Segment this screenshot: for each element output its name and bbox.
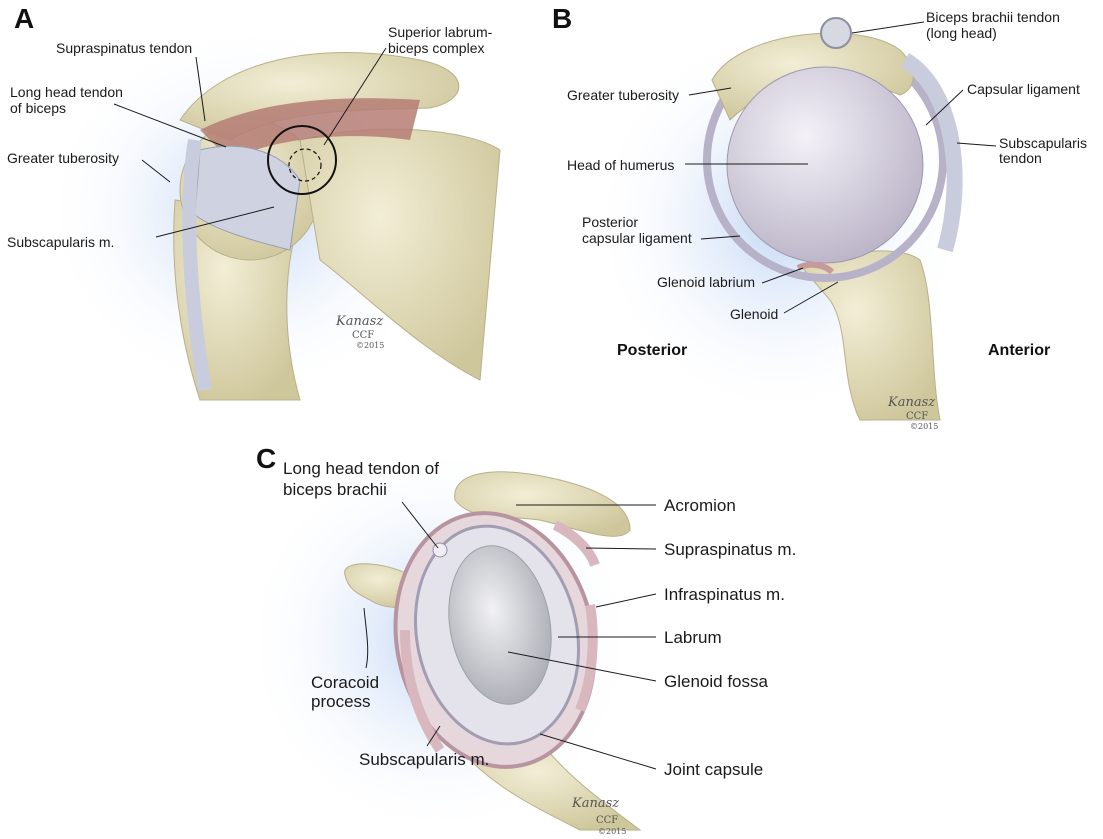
label-subscapularis-c: Subscapularis m.: [359, 750, 489, 769]
label-coracoid-2: process: [311, 692, 371, 711]
panel-c: C Long head tendon of biceps brachii Acr…: [240, 440, 796, 839]
svg-text:Kanasz: Kanasz: [335, 314, 383, 329]
svg-text:©2015: ©2015: [356, 341, 384, 350]
label-greater-tuberosity-a: Greater tuberosity: [7, 150, 119, 166]
label-subscap-2: tendon: [999, 150, 1042, 166]
leader-subscap: [957, 143, 996, 146]
panel-letter-b: B: [552, 3, 572, 34]
label-long-head-c-1: Long head tendon of: [283, 459, 439, 478]
label-biceps-2: (long head): [926, 25, 997, 41]
panel-letter-c: C: [256, 443, 276, 474]
label-long-head-1: Long head tendon: [10, 84, 123, 100]
label-labrum-c: Labrum: [664, 628, 722, 647]
label-capsular-ligament: Capsular ligament: [967, 81, 1080, 97]
panel-a: A Supraspinatus tendon Long head tendon …: [7, 3, 500, 400]
svg-text:CCF: CCF: [596, 815, 618, 826]
label-subscapularis-a: Subscapularis m.: [7, 234, 114, 250]
label-labrum-2: biceps complex: [388, 40, 485, 56]
label-infraspinatus: Infraspinatus m.: [664, 585, 785, 604]
svg-text:©2015: ©2015: [598, 827, 626, 836]
label-joint-capsule: Joint capsule: [664, 760, 763, 779]
label-acromion: Acromion: [664, 496, 736, 515]
panel-letter-a: A: [14, 3, 34, 34]
label-glenoid-fossa: Glenoid fossa: [664, 672, 768, 691]
label-head-humerus: Head of humerus: [567, 157, 674, 173]
label-long-head-c-2: biceps brachii: [283, 480, 387, 499]
head-of-humerus: [727, 67, 923, 263]
label-supraspinatus-c: Supraspinatus m.: [664, 540, 796, 559]
leader-biceps: [852, 22, 924, 33]
label-posterior: Posterior: [617, 342, 687, 359]
label-post-cap-2: capsular ligament: [582, 230, 692, 246]
svg-text:©2015: ©2015: [910, 422, 938, 431]
label-coracoid-1: Coracoid: [311, 673, 379, 692]
panel-b: B Biceps brachii tendon (long head) Grea…: [552, 3, 1087, 431]
svg-text:Kanasz: Kanasz: [887, 395, 935, 410]
label-post-cap-1: Posterior: [582, 214, 638, 230]
svg-text:CCF: CCF: [352, 330, 374, 341]
label-glenoid: Glenoid: [730, 306, 778, 322]
svg-text:Kanasz: Kanasz: [571, 796, 619, 811]
label-glenoid-labrum: Glenoid labrium: [657, 274, 755, 290]
label-labrum-1: Superior labrum-: [388, 24, 493, 40]
label-anterior: Anterior: [988, 342, 1050, 359]
svg-text:CCF: CCF: [906, 411, 928, 422]
label-greater-tuberosity-b: Greater tuberosity: [567, 87, 679, 103]
label-long-head-2: of biceps: [10, 100, 66, 116]
label-biceps-1: Biceps brachii tendon: [926, 9, 1060, 25]
label-supraspinatus-tendon: Supraspinatus tendon: [56, 40, 192, 56]
label-subscap-1: Subscapularis: [999, 135, 1087, 151]
biceps-tendon-b: [821, 18, 851, 48]
